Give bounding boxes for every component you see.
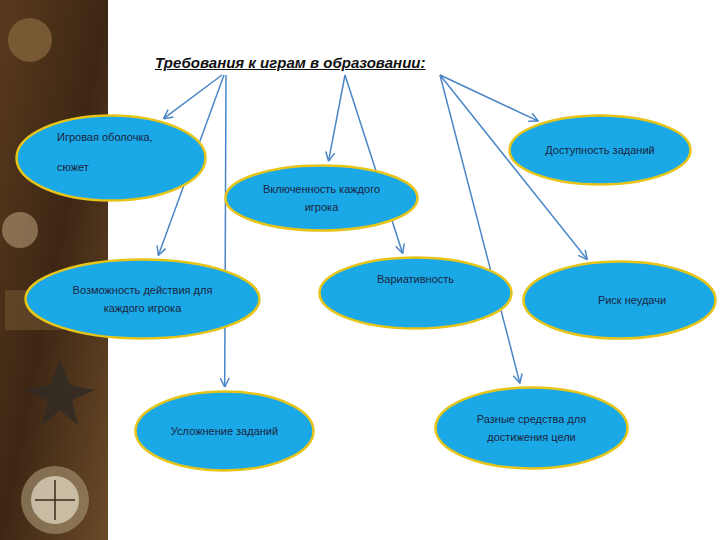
leader-arrow [528,120,538,122]
requirement-ellipse: Риск неудачи [522,260,717,340]
ellipse-outline [15,114,207,202]
leader-arrow [440,75,538,121]
requirement-ellipse: Возможность действия для каждого игрока [24,258,261,340]
ellipse-outline [434,386,629,470]
requirement-ellipse: Доступность заданий [508,114,692,186]
requirement-ellipse: Вариативность [318,256,513,330]
requirement-text: Разные средства для достижения цели [472,410,592,446]
leader-arrow [532,113,538,121]
leader-arrow [164,75,222,119]
requirement-text: Усложнение заданий [170,422,280,440]
leader-arrow [585,250,587,260]
requirement-text: Возможность действия для каждого игрока [68,281,218,317]
requirement-text: Игровая оболочка, сюжет [57,122,175,182]
requirement-text: Риск неудачи [572,291,692,309]
leader-arrow [158,249,165,256]
ellipse-outline [318,256,513,330]
leader-arrow [329,153,335,161]
requirement-ellipse: Включенность каждого игрока [224,164,419,232]
leader-arrow [225,378,230,387]
leader-arrow [396,246,403,253]
leader-arrow [329,75,345,161]
leader-arrow [225,75,226,387]
requirement-ellipse: Разные средства для достижения цели [434,386,629,470]
diagram-title: Требования к играм в образовании: [155,54,425,71]
requirement-ellipse: Игровая оболочка, сюжет [15,114,207,202]
leader-arrow [440,75,520,383]
leader-arrow [220,378,224,387]
leader-arrow [164,117,174,119]
requirement-ellipse: Усложнение заданий [134,390,315,472]
ellipse-outline [24,258,261,340]
leader-arrow [326,151,329,161]
leader-arrow [403,243,405,253]
requirement-text: Вариативность [356,270,476,288]
requirement-text: Доступность заданий [545,141,655,159]
requirement-text: Включенность каждого игрока [262,180,382,216]
ellipse-outline [224,164,419,232]
leader-arrow [513,376,520,384]
leader-arrow [157,246,158,256]
leader-arrow [520,374,522,384]
